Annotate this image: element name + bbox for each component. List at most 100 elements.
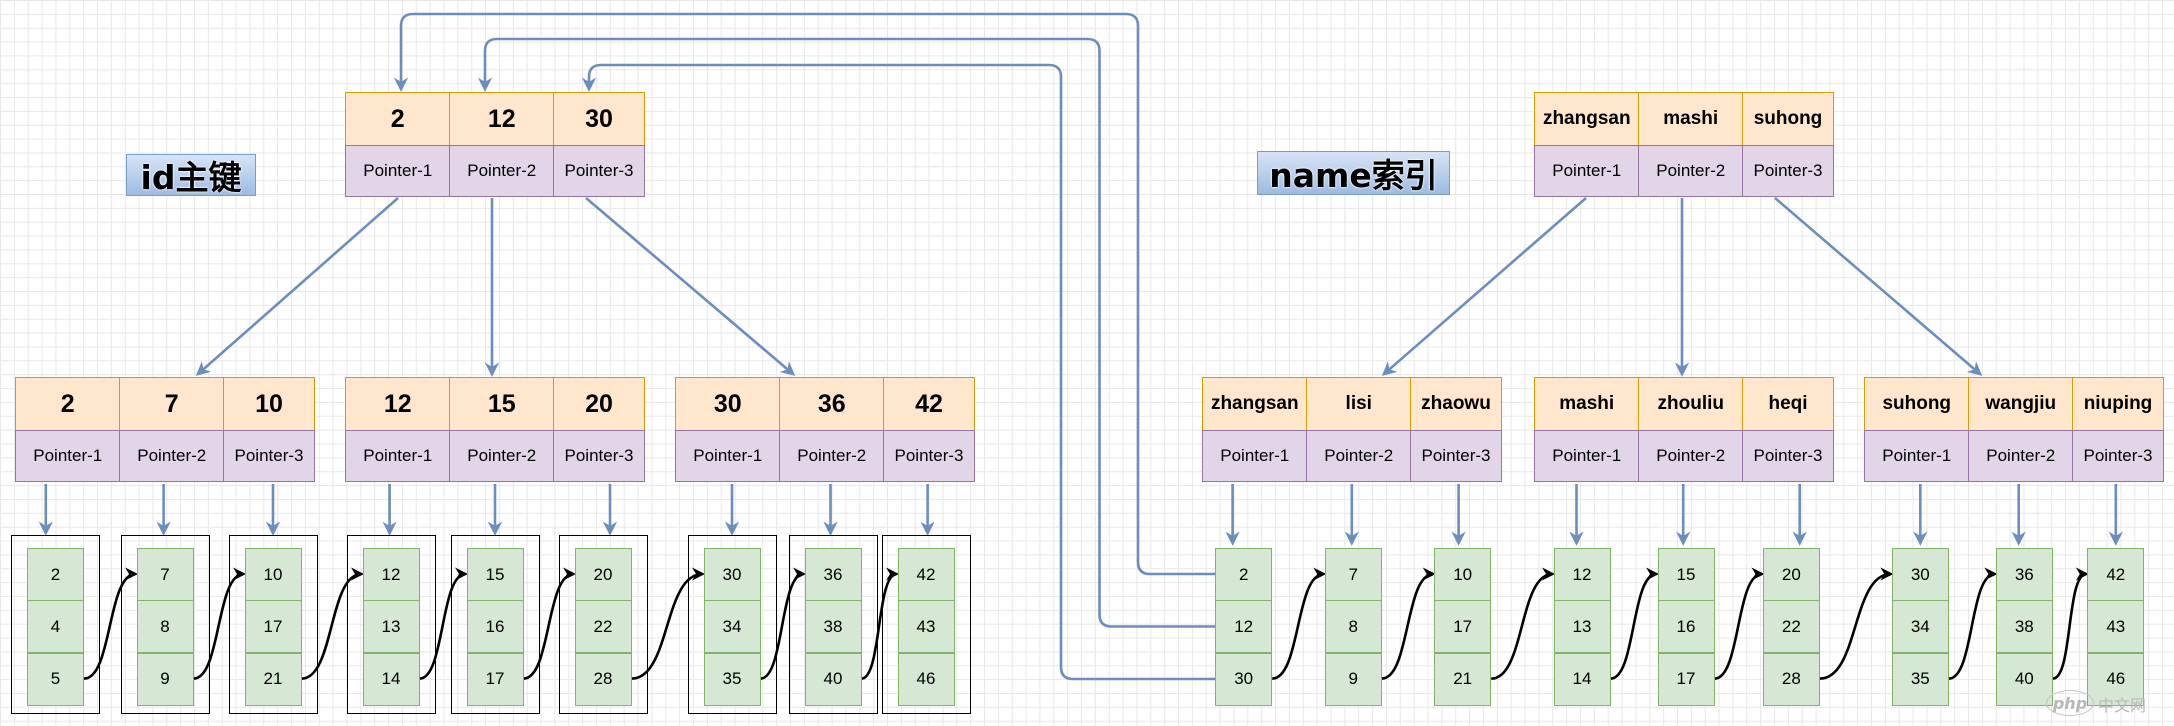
id-internal-3-key-cell-3: 42 [883,377,975,431]
name-root-pointer-cell-1: Pointer-1 [1534,144,1640,197]
name-internal-3-pointer-cell-1: Pointer-1 [1864,429,1970,482]
name-leaf-value: 28 [1762,652,1820,706]
id-leaf-value: 40 [804,652,862,706]
name-leaf-link-2 [1381,567,1436,680]
name-root-key-cell-2: mashi [1638,92,1744,146]
name-internal-1-key-cell-3: zhaowu [1410,377,1502,431]
name-leaf-value: 13 [1553,600,1611,654]
id-leaf-value: 42 [897,548,955,601]
id-root-arrow-1 [195,197,399,376]
id-internal-1-pointer-cell-2: Pointer-2 [119,429,225,482]
name-leaf-value: 46 [2087,652,2145,706]
id-root-pointer-cell-2: Pointer-2 [449,144,555,197]
name-internal-2-key-cell-2: zhouliu [1638,377,1744,431]
id-leaf-value: 2 [27,548,84,601]
id-leaf-value: 13 [362,600,420,654]
name-leaf-link-8 [2052,567,2089,680]
name-leaf-value: 2 [1215,548,1273,601]
id-internal-3-key-cell-2: 36 [779,377,885,431]
name-leaf-value: 12 [1553,548,1611,601]
name-leaf-link-1 [1271,567,1327,680]
name-leaf-value: 35 [1891,652,1949,706]
name-leaf-value: 20 [1762,548,1820,601]
id-leaf-value: 34 [703,600,761,654]
id-leaf-link-4 [419,567,469,680]
name-leaf-value: 36 [1995,548,2053,601]
name-leaf-value: 30 [1215,652,1273,706]
name-internal-3-key-cell-2: wangjiu [1968,377,2074,431]
back-to-primary-arrow-2 [477,37,1215,628]
watermark-logo: php [2046,690,2094,716]
name-index-label: name索引 [1257,151,1450,195]
id-leaf-value: 36 [804,548,862,601]
id-leaf-value: 30 [703,548,761,601]
name-internal-3-key-cell-1: suhong [1864,377,1970,431]
id-leaf-link-3 [301,567,365,680]
name-leaf-link-5 [1714,567,1765,680]
id-root-pointer-cell-3: Pointer-3 [553,144,645,197]
id-internal-1-key-cell-2: 7 [119,377,225,431]
watermark-site-name: 中文网 [2098,696,2147,715]
name-leaf-value: 9 [1324,652,1382,706]
id-primary-key-label: id主键 [126,154,256,197]
id-leaf-value: 17 [466,652,524,706]
id-internal-2-key-cell-1: 12 [345,377,451,431]
id-internal-2-pointer-cell-2: Pointer-2 [449,429,555,482]
name-leaf-value: 42 [2087,548,2145,601]
id-root-arrow-3 [585,197,796,376]
back-to-primary-arrow-1 [393,12,1215,576]
name-internal-2-key-cell-1: mashi [1534,377,1640,431]
id-leaf-value: 10 [244,548,302,601]
name-leaf-value: 15 [1657,548,1715,601]
id-leaf-value: 38 [804,600,862,654]
name-internal-3-key-cell-3: niuping [2072,377,2164,431]
name-root-key-cell-1: zhangsan [1534,92,1640,146]
name-leaf-value: 12 [1215,600,1273,654]
name-root-arrow-1 [1381,197,1587,376]
id-leaf-value: 28 [574,652,632,706]
name-internal-1-pointer-cell-1: Pointer-1 [1202,429,1308,482]
id-root-key-cell-1: 2 [345,92,451,146]
id-internal-1-key-cell-1: 2 [15,377,121,431]
name-leaf-value: 30 [1891,548,1949,601]
name-internal-2-pointer-cell-2: Pointer-2 [1638,429,1744,482]
name-internal-2-key-cell-3: heqi [1742,377,1834,431]
id-leaf-link-5 [523,567,577,680]
name-leaf-value: 22 [1762,600,1820,654]
id-leaf-value: 12 [362,548,420,601]
id-internal-3-key-cell-1: 30 [675,377,781,431]
id-leaf-page-1 [11,535,100,714]
id-leaf-value: 21 [244,652,302,706]
id-root-key-cell-2: 12 [449,92,555,146]
id-internal-2-key-cell-3: 20 [553,377,645,431]
id-leaf-link-2 [193,567,247,680]
name-leaf-link-4 [1610,567,1660,680]
id-internal-3-pointer-cell-1: Pointer-1 [675,429,781,482]
id-internal-1-key-cell-3: 10 [223,377,315,431]
name-internal-2-pointer-cell-3: Pointer-3 [1742,429,1834,482]
name-leaf-value: 38 [1995,600,2053,654]
name-leaf-value: 14 [1553,652,1611,706]
id-leaf-link-7 [760,567,807,680]
id-leaf-value: 7 [136,548,194,601]
name-leaf-value: 7 [1324,548,1382,601]
name-leaf-value: 8 [1324,600,1382,654]
name-leaf-link-3 [1491,567,1556,680]
id-leaf-value: 4 [27,600,84,654]
id-leaf-link-8 [861,567,900,680]
name-leaf-value: 43 [2087,600,2145,654]
name-internal-3-pointer-cell-3: Pointer-3 [2072,429,2164,482]
name-leaf-value: 17 [1657,652,1715,706]
id-leaf-value: 15 [466,548,524,601]
id-internal-1-pointer-cell-1: Pointer-1 [15,429,121,482]
id-leaf-value: 8 [136,600,194,654]
id-leaf-value: 43 [897,600,955,654]
name-leaf-link-6 [1819,567,1894,680]
